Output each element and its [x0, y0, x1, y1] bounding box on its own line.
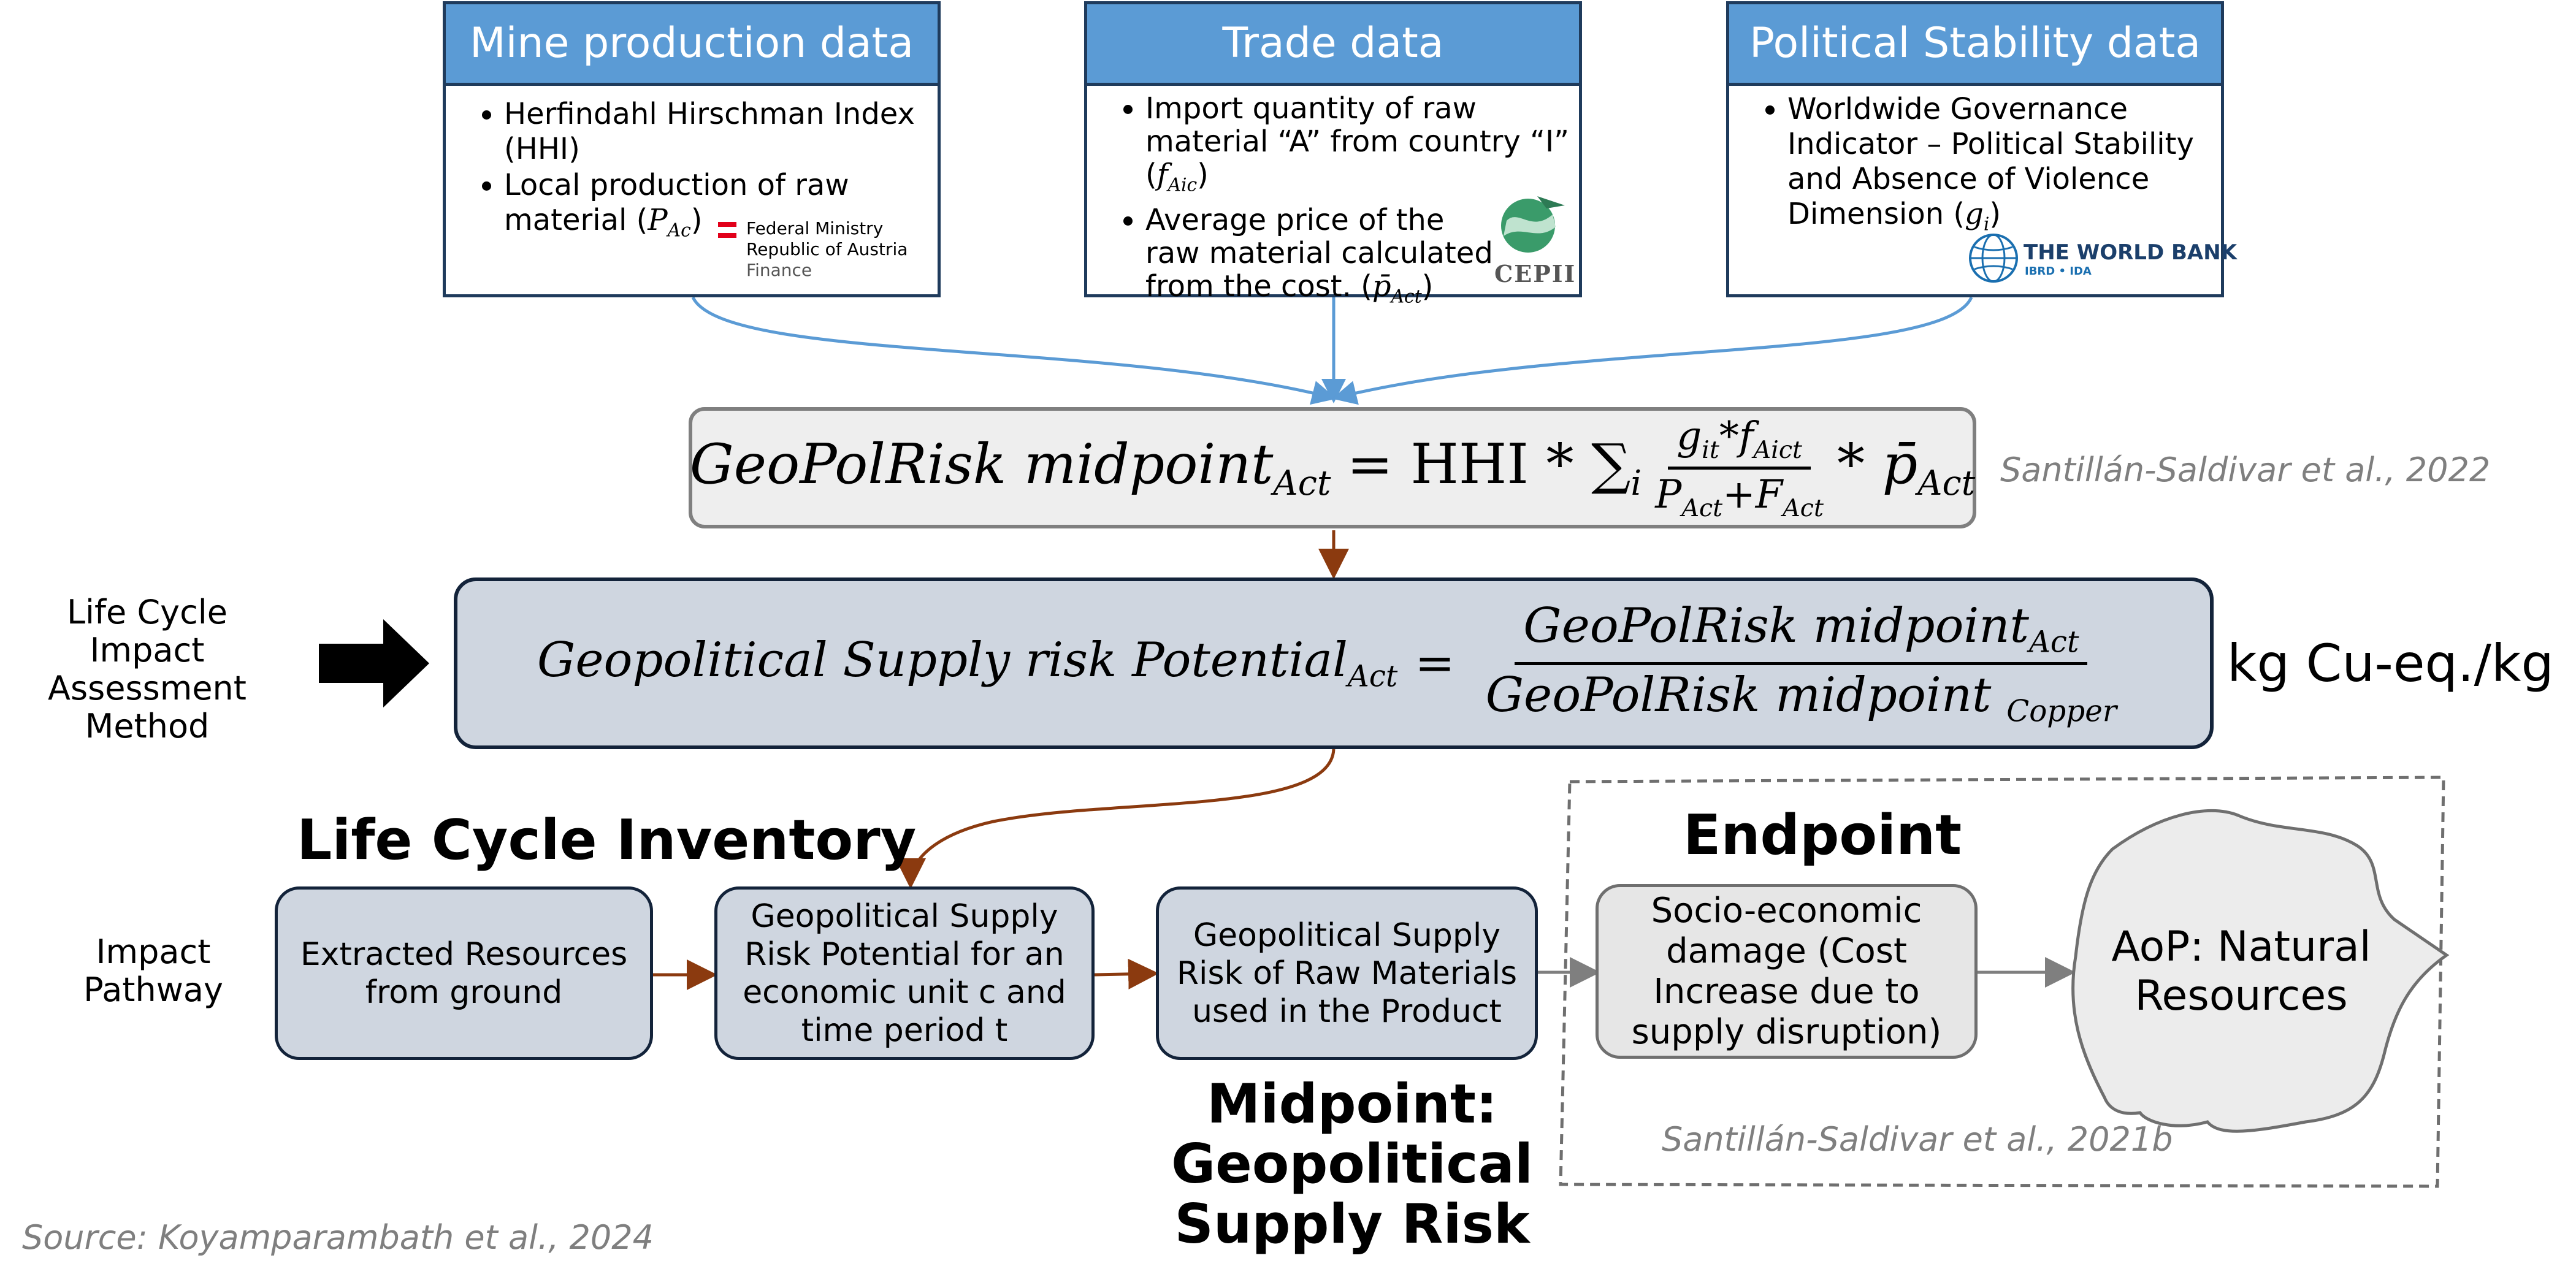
midpoint-tail: * p̄Act: [1836, 432, 1976, 503]
potential-equals: =: [1415, 636, 1455, 691]
potential-fraction-numerator: GeoPolRisk midpointAct: [1515, 598, 2088, 665]
midpoint-fraction: git*fAict PAct+FAct: [1646, 414, 1832, 522]
world-bank-globe-icon: [1969, 234, 2018, 283]
austria-logo-line-2: Republic of Austria: [746, 239, 908, 259]
cepii-logo: CEPII: [1494, 190, 1577, 288]
connector-mine-to-formula: [691, 296, 1337, 405]
pathway-box-supply-risk-potential: Geopolitical Supply Risk Potential for a…: [714, 886, 1095, 1060]
political-stability-box: Political Stability data Worldwide Gover…: [1726, 1, 2237, 297]
endpoint-citation: Santillán-Saldivar et al., 2021b: [1662, 1120, 2173, 1159]
source-citation: Source: Koyamparambath et al., 2024: [22, 1218, 654, 1257]
bullet-wgi: Worldwide Governance Indicator – Politic…: [1787, 92, 2221, 242]
potential-fraction-denominator: GeoPolRisk midpoint Copper: [1485, 667, 2117, 729]
socio-economic-damage-box: Socio-economic damage (Cost Increase due…: [1596, 884, 1978, 1059]
austria-logo-line-1: Federal Ministry: [746, 218, 884, 238]
political-stability-title: Political Stability data: [1729, 4, 2221, 86]
world-bank-name: THE WORLD BANK: [2024, 240, 2238, 265]
mine-production-bullets: Herfindahl Hirschman Index (HHI) Local p…: [446, 97, 938, 248]
midpoint-fraction-numerator: git*fAict: [1668, 414, 1811, 470]
trade-data-title: Trade data: [1087, 4, 1579, 86]
mine-production-title: Mine production data: [446, 4, 938, 86]
lcia-arrow-icon: [319, 619, 429, 707]
austria-flag-icon: [718, 222, 736, 238]
lcia-method-label: Life Cycle Impact Assessment Method: [48, 593, 247, 745]
unit-label: kg Cu-eq./kg: [2227, 633, 2554, 693]
austria-finance-logo: Federal Ministry Republic of Austria Fin…: [718, 218, 927, 281]
pathway-box-supply-risk-raw-materials: Geopolitical Supply Risk of Raw Material…: [1156, 886, 1538, 1060]
geopolitical-supply-risk-potential-formula: Geopolitical Supply risk PotentialAct = …: [454, 578, 2214, 749]
connector-stability-to-formula: [1332, 297, 1973, 405]
austria-logo-line-3: Finance: [746, 260, 812, 280]
impact-pathway-label: Impact Pathway: [83, 932, 223, 1009]
life-cycle-inventory-heading: Life Cycle Inventory: [297, 808, 917, 872]
endpoint-dashed-region: [1559, 776, 2445, 1188]
potential-lhs: Geopolitical Supply risk PotentialAct: [537, 633, 1398, 694]
geopolrisk-midpoint-formula: GeoPolRisk midpointAct = HHI * ∑i git*fA…: [689, 407, 1976, 528]
aop-blob-shape: [2071, 809, 2450, 1133]
trade-data-box: Trade data Import quantity of raw materi…: [1084, 1, 1582, 307]
cepii-globe-icon: [1501, 196, 1565, 253]
world-bank-logo: THE WORLD BANK IBRD • IDA: [1967, 232, 2237, 287]
bullet-import-quantity: Import quantity of raw material “A” from…: [1145, 92, 1579, 202]
arrow-box2-to-box3: [1094, 958, 1159, 989]
potential-fraction: GeoPolRisk midpointAct GeoPolRisk midpoi…: [1477, 598, 2125, 728]
bullet-local-production: Local production of raw material (PAc): [504, 168, 938, 248]
aop-natural-resources-label: AoP: Natural Resources: [2111, 923, 2371, 1020]
mine-production-box: Mine production data Herfindahl Hirschma…: [443, 1, 941, 297]
political-stability-bullets: Worldwide Governance Indicator – Politic…: [1729, 92, 2221, 242]
bullet-hhi: Herfindahl Hirschman Index (HHI): [504, 97, 938, 167]
midpoint-lhs: GeoPolRisk midpointAct: [689, 432, 1331, 503]
bullet-average-price: Average price of the raw material calcul…: [1145, 204, 1579, 314]
trade-data-bullets: Import quantity of raw material “A” from…: [1087, 92, 1579, 313]
pathway-box-extracted-resources: Extracted Resources from ground: [275, 886, 653, 1060]
midpoint-heading: Midpoint: Geopolitical Supply Risk: [1171, 1072, 1534, 1256]
connector-potential-to-pathway: [895, 749, 1336, 889]
world-bank-subtitle: IBRD • IDA: [2025, 265, 2092, 278]
midpoint-citation: Santillán-Saldivar et al., 2022: [2000, 451, 2491, 489]
endpoint-heading: Endpoint: [1683, 803, 1962, 867]
cepii-logo-text: CEPII: [1494, 260, 1577, 288]
midpoint-fraction-denominator: PAct+FAct: [1655, 471, 1824, 522]
midpoint-rhs-prefix: = HHI * ∑i: [1347, 432, 1642, 503]
